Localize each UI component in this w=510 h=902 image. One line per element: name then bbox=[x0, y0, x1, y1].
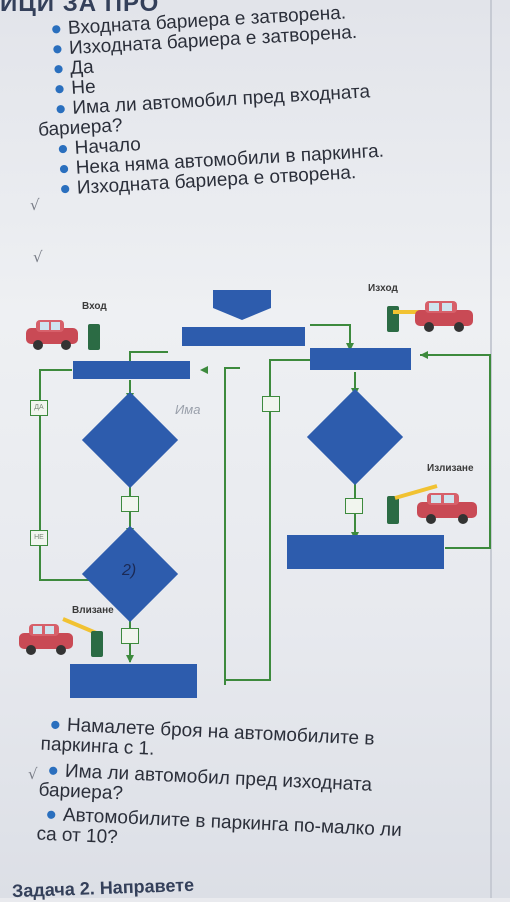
entering-label: Влизане bbox=[72, 605, 114, 616]
section-heading: ИЦИ ЗА ПРО bbox=[0, 0, 160, 17]
yes-no-box: ДА bbox=[30, 400, 48, 416]
car-leaving-gate-icon bbox=[387, 484, 477, 524]
handwritten-check-icon: √ bbox=[30, 196, 40, 214]
handwritten-note: 2) bbox=[122, 562, 137, 579]
handwritten-check-icon: √ bbox=[28, 765, 38, 783]
flowchart-box-right-1 bbox=[310, 348, 411, 370]
bullet-dot-icon: ● bbox=[45, 803, 58, 826]
flowchart-start-arrow bbox=[213, 308, 271, 320]
bottom-answer-list: ●Намалете броя на автомобилите в паркинг… bbox=[36, 714, 406, 861]
leaving-label: Излизане bbox=[427, 463, 474, 474]
flowchart-box-right-2 bbox=[287, 535, 444, 569]
handwritten-check-icon: √ bbox=[33, 248, 43, 266]
car-at-exit-gate-icon bbox=[387, 301, 473, 332]
flowchart-start-shape bbox=[213, 290, 271, 308]
flowchart-box-init bbox=[182, 327, 305, 346]
exit-label: Изход bbox=[368, 283, 398, 294]
bullet-dot-icon: ● bbox=[47, 759, 60, 782]
flowchart-box-left-1 bbox=[73, 361, 190, 379]
bullet-dot-icon: ● bbox=[49, 714, 62, 736]
flowchart-box-left-2 bbox=[70, 664, 197, 698]
yes-no-box: НЕ bbox=[30, 530, 48, 546]
car-entering-gate-icon bbox=[19, 617, 103, 657]
yes-no-box bbox=[121, 496, 139, 512]
yes-no-box bbox=[262, 396, 280, 412]
yes-no-box bbox=[121, 628, 139, 644]
handwritten-note: Има bbox=[175, 402, 201, 417]
car-at-entry-gate-icon bbox=[26, 320, 100, 350]
yes-no-box bbox=[345, 498, 363, 514]
entry-label: Вход bbox=[82, 301, 107, 312]
